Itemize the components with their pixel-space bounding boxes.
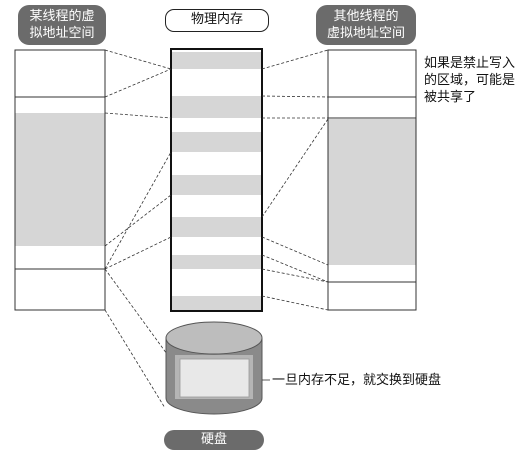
- left-mapping-lines: [104, 49, 176, 409]
- swap-note-text: 一旦内存不足，就交换到硬盘: [272, 373, 442, 388]
- left-title-line-2: 拟地址空间: [29, 26, 95, 41]
- shared-region-note: 如果是禁止写入 的区域，可能是 被共享了: [424, 55, 515, 106]
- right-title-line-2: 虚拟地址空间: [326, 26, 405, 41]
- hard-disk-cylinder-icon: [165, 321, 263, 415]
- swap-note: 一旦内存不足，就交换到硬盘: [272, 372, 472, 389]
- left-title-line-1: 某线程的虚: [29, 9, 95, 24]
- right-title-label: 其他线程的 虚拟地址空间: [316, 5, 416, 45]
- disk-label: 硬盘: [164, 430, 264, 450]
- right-title-line-1: 其他线程的: [333, 9, 399, 24]
- physical-memory: [170, 48, 263, 312]
- left-virtual-address-space: [14, 49, 106, 311]
- shared-note-line-1: 如果是禁止写入: [424, 56, 515, 71]
- shared-note-line-2: 的区域，可能是: [424, 73, 515, 88]
- right-mapping-lines: [261, 49, 329, 311]
- right-virtual-address-space: [327, 49, 417, 311]
- center-title-label: 物理内存: [165, 9, 269, 32]
- disk-label-text: 硬盘: [200, 432, 227, 447]
- shared-note-line-3: 被共享了: [424, 90, 477, 105]
- left-title-label: 某线程的虚 拟地址空间: [18, 5, 106, 45]
- center-title-text: 物理内存: [190, 12, 243, 27]
